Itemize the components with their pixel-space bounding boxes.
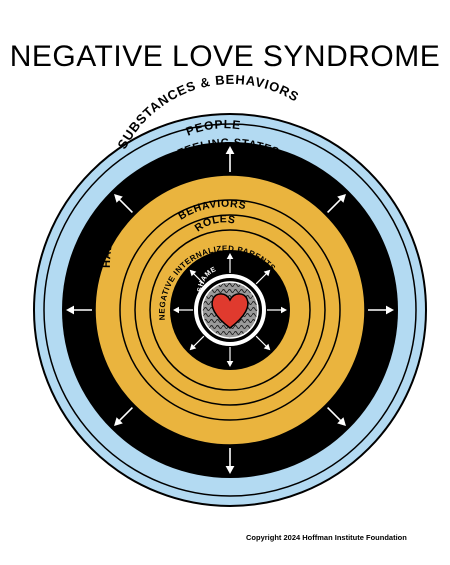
diagram-title: NEGATIVE LOVE SYNDROME bbox=[9, 40, 441, 73]
behaviors-ring-outline bbox=[119, 199, 341, 421]
arrow-icon bbox=[225, 466, 235, 474]
arrow-icon bbox=[226, 253, 234, 259]
roles-ring-outline bbox=[134, 214, 326, 406]
arrow-group bbox=[66, 146, 394, 474]
arrow-icon bbox=[263, 269, 271, 277]
arrow-shaft bbox=[327, 196, 344, 213]
people-ring-outline bbox=[43, 123, 417, 497]
arrow-icon bbox=[189, 269, 197, 277]
arrow-icon bbox=[386, 305, 394, 315]
arrow-icon bbox=[281, 306, 287, 314]
arrow-icon bbox=[226, 361, 234, 367]
copyright-notice: Copyright 2024 Hoffman Institute Foundat… bbox=[246, 533, 407, 542]
arrow-shaft bbox=[116, 407, 133, 424]
arrow-icon bbox=[225, 146, 235, 154]
arrow-shaft bbox=[191, 335, 205, 349]
arrow-icon bbox=[114, 194, 123, 203]
arrow-icon bbox=[337, 417, 346, 426]
arrow-shaft bbox=[191, 271, 205, 285]
shame-band bbox=[194, 274, 266, 346]
arrow-icon bbox=[189, 343, 197, 351]
arrow-icon bbox=[263, 343, 271, 351]
arrow-shaft bbox=[255, 271, 269, 285]
arrow-icon bbox=[114, 417, 123, 426]
arrow-icon bbox=[66, 305, 74, 315]
arrow-icon bbox=[337, 194, 346, 203]
arrow-shaft bbox=[255, 335, 269, 349]
arrow-icon bbox=[173, 306, 179, 314]
arrow-shaft bbox=[116, 196, 133, 213]
internalized-ring-outline bbox=[149, 229, 311, 391]
heart-icon bbox=[211, 293, 249, 329]
arrow-shaft bbox=[327, 407, 344, 424]
